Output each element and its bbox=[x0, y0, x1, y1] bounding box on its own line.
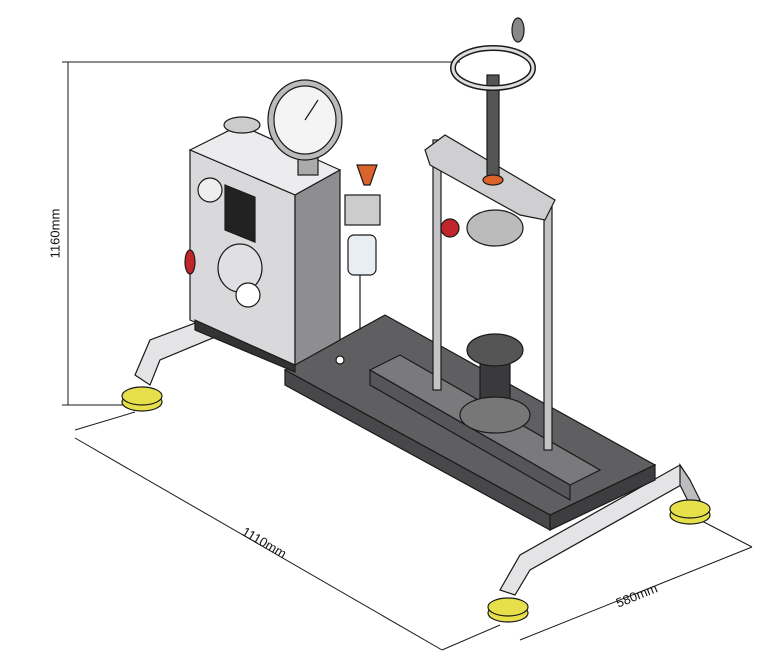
height-dimension-label: 1160mm bbox=[47, 208, 63, 259]
left-column bbox=[432, 139, 442, 391]
dimension-lines bbox=[62, 61, 753, 651]
length-extension-right bbox=[441, 624, 501, 651]
pressure-regulator-icon bbox=[217, 243, 263, 293]
length-dimension-line bbox=[74, 437, 443, 651]
air-filter bbox=[344, 164, 381, 330]
width-dimension-line bbox=[519, 546, 753, 641]
funnel-icon bbox=[356, 164, 378, 186]
release-knob-icon bbox=[440, 218, 460, 238]
regulator-knob-icon bbox=[235, 282, 261, 308]
valve-handwheel-icon bbox=[223, 116, 261, 134]
main-pressure-gauge bbox=[223, 79, 343, 176]
small-gauge-icon bbox=[197, 177, 223, 203]
press-frame bbox=[424, 17, 556, 451]
right-column bbox=[543, 204, 553, 451]
handwheel-grip bbox=[511, 17, 525, 43]
width-extension-right bbox=[699, 519, 753, 548]
leveling-feet bbox=[121, 386, 711, 623]
control-cabinet bbox=[184, 124, 342, 373]
valve-knob-icon bbox=[184, 249, 196, 275]
length-extension-left bbox=[74, 411, 136, 431]
